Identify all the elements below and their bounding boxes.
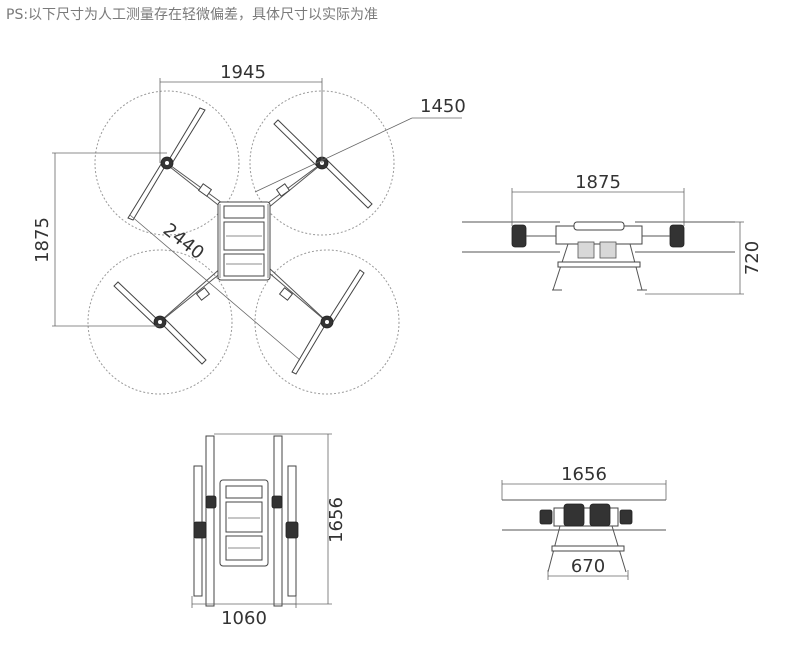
folded-top-view: 1656 1060	[191, 433, 347, 629]
folded-length-dimension: 1656	[326, 497, 347, 543]
rotor-spacing-dimension: 1875	[32, 217, 53, 263]
rotor-span-dimension: 1945	[220, 62, 266, 83]
propeller-circle-top-left	[94, 90, 240, 236]
propeller-circle-bottom-left	[87, 249, 233, 395]
diagonal-wheelbase-dimension: 2440	[159, 219, 208, 264]
motors	[153, 156, 334, 329]
arms	[159, 162, 328, 323]
landing-gear-span-dimension: 670	[571, 556, 605, 577]
side-width-dimension: 1875	[575, 172, 621, 193]
folded-width-dimension: 1060	[221, 608, 267, 629]
propeller-diameter-dimension: 1450	[420, 96, 466, 117]
fuselage-top	[217, 201, 271, 281]
folded-side-width-dimension: 1656	[561, 464, 607, 485]
side-height-dimension: 720	[742, 241, 763, 275]
disclaimer-note: PS:以下尺寸为人工测量存在轻微偏差，具体尺寸以实际为准	[6, 7, 379, 23]
folded-side-view: 1656 670	[501, 464, 667, 580]
side-view: 1875 720	[462, 172, 763, 295]
top-view: 1945 1450 1875 2440	[32, 62, 466, 395]
propeller-circle-top-right	[249, 90, 395, 236]
